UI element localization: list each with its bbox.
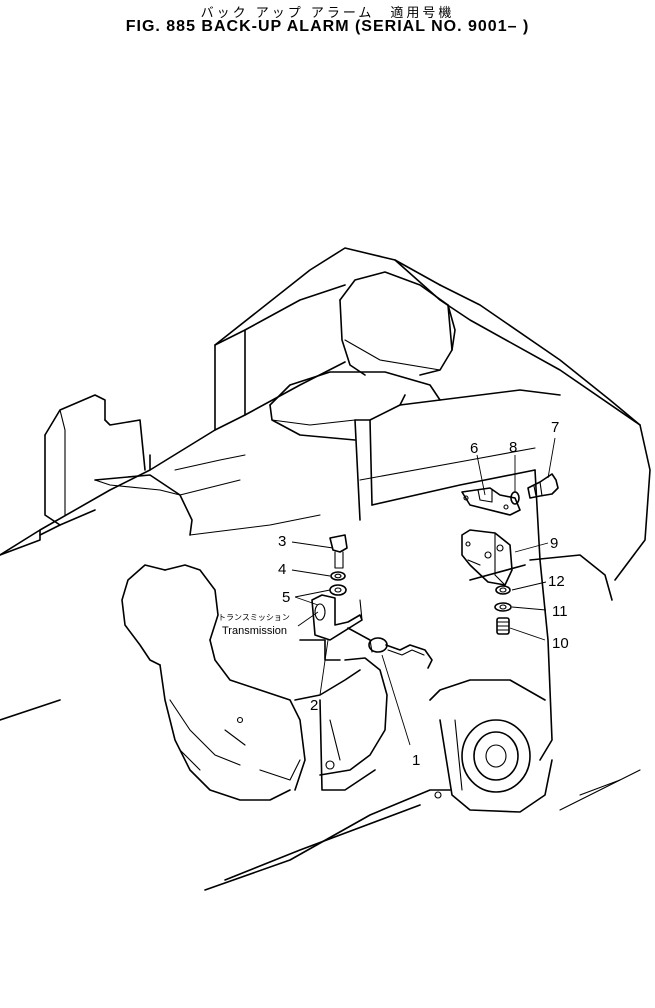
part-bracket-6	[461, 487, 521, 516]
part-bolt-3	[329, 534, 348, 569]
part-number-6: 6	[470, 440, 478, 457]
part-switch-1	[347, 627, 433, 669]
part-washer-5	[329, 584, 347, 596]
part-number-12: 12	[548, 573, 565, 590]
part-number-2: 2	[310, 697, 318, 714]
part-bolt-7	[527, 473, 559, 499]
transmission-callout: トランスミッション Transmission	[218, 613, 290, 637]
part-number-labels: 1 2 3 4 5 6 7 8 9 10 11 12	[278, 419, 569, 769]
part-number-10: 10	[552, 635, 569, 652]
part-bolt-10	[496, 617, 510, 635]
part-number-7: 7	[551, 419, 559, 436]
part-washer-11	[494, 602, 512, 612]
transmission-label: Transmission	[222, 625, 287, 637]
part-number-8: 8	[509, 439, 517, 456]
transmission-label-japanese: トランスミッション	[218, 613, 290, 622]
part-number-3: 3	[278, 533, 286, 550]
figure-title: FIG. 885 BACK-UP ALARM (SERIAL NO. 9001–…	[125, 18, 530, 35]
part-washer-4	[330, 571, 346, 581]
part-alarm-9	[461, 529, 513, 586]
part-number-5: 5	[282, 589, 290, 606]
part-number-1: 1	[412, 752, 420, 769]
figure-title-japanese: バック アップ アラーム 適用号機	[200, 6, 455, 21]
part-number-9: 9	[550, 535, 558, 552]
part-number-4: 4	[278, 561, 286, 578]
machine-body	[0, 247, 651, 891]
part-bracket-2	[311, 594, 363, 641]
part-number-11: 11	[552, 603, 568, 620]
leader-lines	[291, 437, 556, 746]
part-washer-12	[495, 585, 511, 595]
